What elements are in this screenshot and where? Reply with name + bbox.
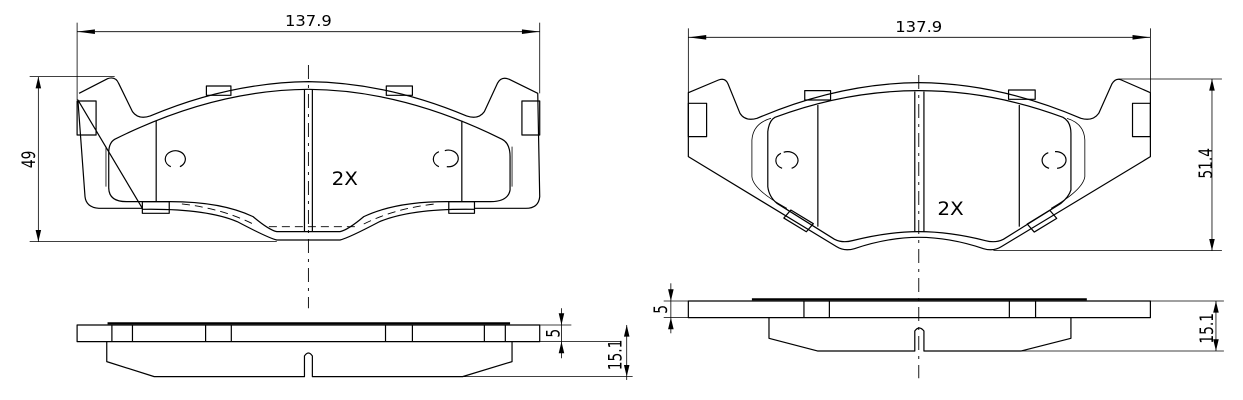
right-slot-right	[1133, 103, 1151, 136]
right-height-dimension: 51.4	[993, 79, 1221, 251]
right-slot-left	[688, 103, 706, 136]
right-top-tab	[1009, 90, 1036, 99]
right-quantity-label: 2X	[937, 198, 964, 220]
right-width-label: 137.9	[895, 17, 942, 35]
left-width-label: 137.9	[285, 11, 332, 29]
left-slot-left	[77, 101, 96, 135]
right-width-dimension: 137.9	[688, 17, 1150, 96]
left-top-tab	[386, 86, 412, 95]
left-thickness-dimensions: 5 15.1	[463, 308, 633, 380]
left-total-thickness-label: 15.1	[604, 340, 626, 371]
right-wear-circle-icon	[1042, 152, 1066, 169]
right-total-thickness-label: 15.1	[1195, 313, 1217, 344]
left-bottom-tab	[449, 202, 475, 214]
left-width-dimension: 137.9	[77, 11, 540, 100]
left-height-dimension: 49	[17, 77, 276, 242]
right-backing-plate	[688, 79, 1150, 250]
right-friction-pad	[768, 91, 1071, 242]
right-bottom-tab	[784, 210, 814, 232]
left-top-tab	[206, 86, 231, 95]
right-height-label: 51.4	[1195, 148, 1217, 179]
left-wear-circle-icon	[433, 150, 458, 167]
right-plate-thickness-label: 5	[650, 305, 672, 314]
left-side-view	[77, 323, 540, 376]
right-thickness-dimensions: 5 15.1	[650, 283, 1224, 351]
left-slot-right	[522, 101, 540, 135]
left-friction-pad	[109, 89, 510, 231]
left-pad: 137.9 49 2X	[17, 11, 632, 380]
right-pad: 137.9 51.4 2X	[650, 17, 1224, 378]
left-height-label: 49	[17, 151, 39, 169]
right-bottom-tab	[1027, 210, 1057, 232]
left-quantity-label: 2X	[332, 168, 359, 190]
right-wear-circle-icon	[776, 152, 798, 169]
left-plate-thickness-label: 5	[542, 329, 564, 338]
left-wear-circle-icon	[165, 151, 185, 167]
left-bottom-tab	[142, 202, 169, 214]
right-side-view	[688, 299, 1150, 351]
right-top-tab	[805, 91, 831, 100]
